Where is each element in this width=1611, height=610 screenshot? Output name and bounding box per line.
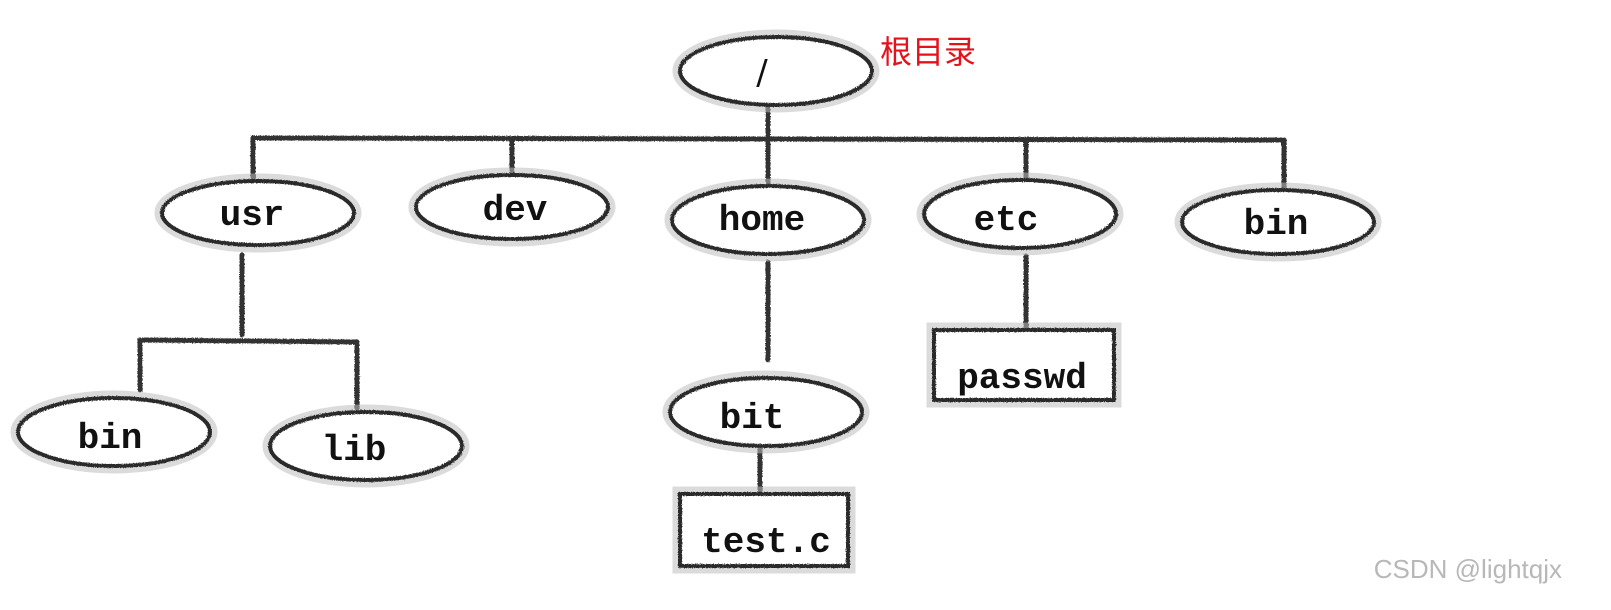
node-dev-label: dev bbox=[483, 190, 548, 231]
watermark: CSDN @lightqjx bbox=[1374, 554, 1562, 584]
node-test-c: test.c bbox=[672, 486, 856, 574]
node-test-c-label: test.c bbox=[701, 522, 831, 563]
edge-usr-bus bbox=[137, 337, 360, 345]
node-usr-lib: lib bbox=[262, 404, 470, 488]
node-bit-label: bit bbox=[720, 398, 785, 439]
node-dev: dev bbox=[408, 167, 616, 247]
node-home-label: home bbox=[719, 200, 805, 241]
node-root-label: / bbox=[756, 53, 768, 93]
node-usr-label: usr bbox=[220, 195, 285, 236]
node-home: home bbox=[664, 178, 872, 262]
node-passwd: passwd bbox=[926, 322, 1122, 408]
node-usr-lib-label: lib bbox=[322, 430, 387, 471]
node-passwd-label: passwd bbox=[957, 358, 1087, 399]
node-usr: usr bbox=[154, 173, 362, 253]
node-root: / bbox=[672, 29, 880, 113]
node-usr-bin: bin bbox=[10, 390, 218, 474]
node-bit: bit bbox=[662, 370, 870, 454]
node-etc: etc bbox=[916, 172, 1124, 256]
node-bin-top-label: bin bbox=[1244, 204, 1309, 245]
node-usr-bin-label: bin bbox=[78, 418, 143, 459]
root-annotation: 根目录 bbox=[880, 33, 976, 71]
node-etc-label: etc bbox=[974, 200, 1039, 241]
tree-edges bbox=[137, 105, 1287, 501]
node-bin-top: bin bbox=[1174, 182, 1382, 262]
